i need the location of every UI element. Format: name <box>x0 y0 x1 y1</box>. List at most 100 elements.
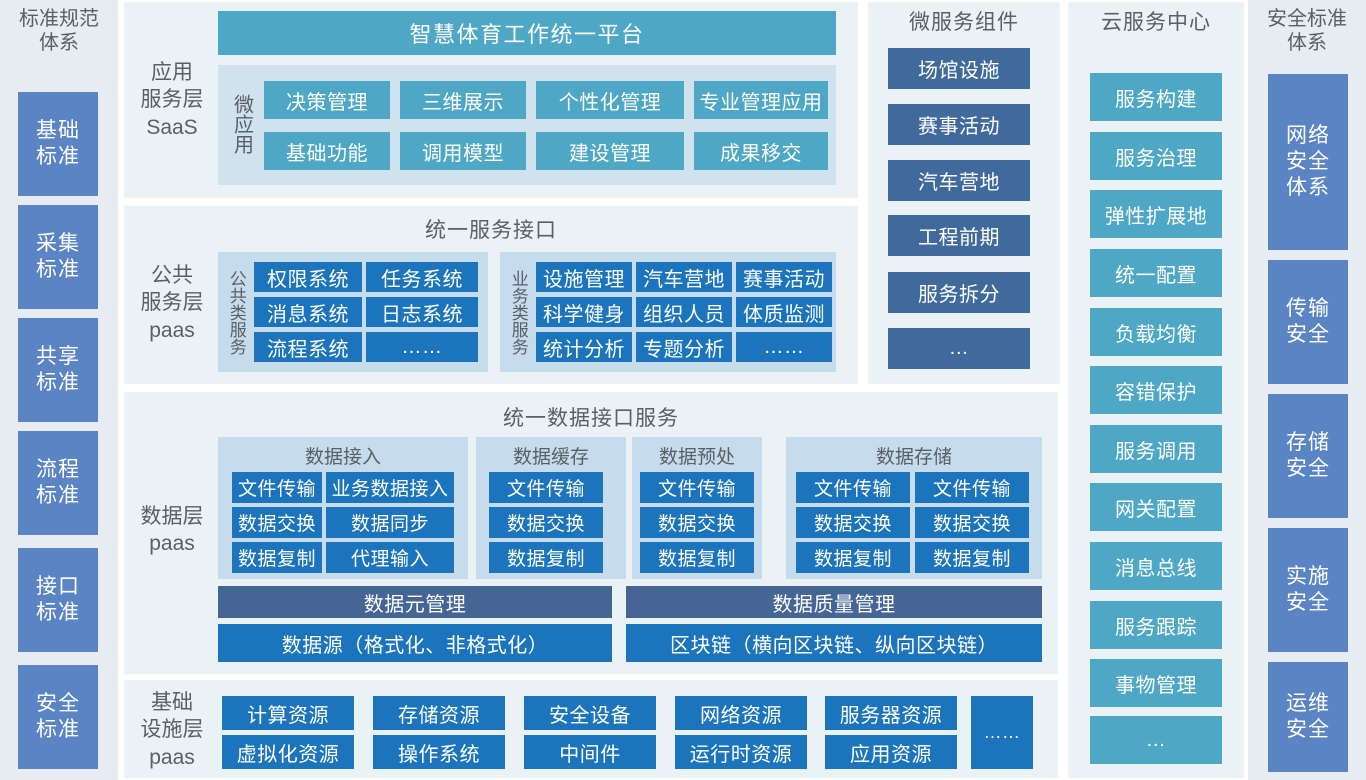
storage-chip-file-transfer-2[interactable]: 文件传输 <box>915 472 1029 503</box>
cache-chip-data-replica[interactable]: 数据复制 <box>489 542 603 573</box>
biz-chip-physique[interactable]: 体质监测 <box>736 297 832 327</box>
ms-chip-camp[interactable]: 汽车营地 <box>888 160 1030 201</box>
infra-chip-more[interactable]: …… <box>971 696 1033 769</box>
cloud-chip-elastic-scale[interactable]: 弹性扩展地 <box>1090 190 1222 238</box>
ms-chip-more[interactable]: … <box>888 328 1030 369</box>
public-service-group-label: 公共类服务 <box>226 269 246 355</box>
ingest-chip-data-replica[interactable]: 数据复制 <box>232 542 322 573</box>
infra-chip-network[interactable]: 网络资源 <box>675 696 807 730</box>
standard-box-collect[interactable]: 采集 标准 <box>18 205 98 309</box>
security-box-transfer[interactable]: 传输 安全 <box>1268 260 1348 384</box>
infra-chip-application[interactable]: 应用资源 <box>825 735 957 769</box>
infra-chip-middleware[interactable]: 中间件 <box>524 735 656 769</box>
data-group-ingest-title: 数据接入 <box>304 447 381 468</box>
cloud-chip-service-govern[interactable]: 服务治理 <box>1090 132 1222 180</box>
app-chip-decision[interactable]: 决策管理 <box>264 81 390 119</box>
biz-chip-facility[interactable]: 设施管理 <box>536 262 632 292</box>
pub-chip-permission[interactable]: 权限系统 <box>254 262 362 292</box>
data-bar-data-quality-management[interactable]: 数据质量管理 <box>626 586 1042 618</box>
biz-chip-event[interactable]: 赛事活动 <box>736 262 832 292</box>
unified-service-interface-title: 统一服务接口 <box>425 219 557 242</box>
cloud-chip-transaction[interactable]: 事物管理 <box>1090 659 1222 707</box>
cloud-chip-unified-config[interactable]: 统一配置 <box>1090 249 1222 297</box>
storage-chip-data-exchange-2[interactable]: 数据交换 <box>915 507 1029 538</box>
public-layer-label: 公共 服务层 paas <box>140 264 204 342</box>
infra-chip-storage[interactable]: 存储资源 <box>373 696 505 730</box>
biz-chip-topic[interactable]: 专题分析 <box>636 332 732 362</box>
security-box-ops[interactable]: 运维 安全 <box>1268 662 1348 772</box>
biz-chip-fitness[interactable]: 科学健身 <box>536 297 632 327</box>
app-chip-construction[interactable]: 建设管理 <box>536 132 684 170</box>
biz-chip-more[interactable]: …… <box>736 332 832 362</box>
storage-chip-data-exchange-1[interactable]: 数据交换 <box>796 507 910 538</box>
app-chip-3d-display[interactable]: 三维展示 <box>400 81 526 119</box>
standard-box-api[interactable]: 接口 标准 <box>18 548 98 652</box>
infra-chip-os[interactable]: 操作系统 <box>373 735 505 769</box>
app-chip-model-invoke[interactable]: 调用模型 <box>400 132 526 170</box>
pub-chip-message[interactable]: 消息系统 <box>254 297 362 327</box>
pub-chip-more[interactable]: …… <box>366 332 478 362</box>
data-group-cache-title: 数据缓存 <box>512 447 589 468</box>
data-layer-label: 数据层 paas <box>140 504 204 555</box>
infra-chip-server[interactable]: 服务器资源 <box>825 696 957 730</box>
pub-chip-task[interactable]: 任务系统 <box>366 262 478 292</box>
app-chip-professional[interactable]: 专业管理应用 <box>694 81 828 119</box>
biz-chip-camp[interactable]: 汽车营地 <box>636 262 732 292</box>
infra-chip-runtime[interactable]: 运行时资源 <box>675 735 807 769</box>
cloud-chip-service-build[interactable]: 服务构建 <box>1090 73 1222 121</box>
infra-chip-security-device[interactable]: 安全设备 <box>524 696 656 730</box>
preprocess-chip-data-replica[interactable]: 数据复制 <box>640 542 754 573</box>
storage-chip-data-replica-2[interactable]: 数据复制 <box>915 542 1029 573</box>
infrastructure-layer-label: 基础 设施层 paas <box>140 691 204 769</box>
security-box-implementation[interactable]: 实施 安全 <box>1268 528 1348 652</box>
pub-chip-log[interactable]: 日志系统 <box>366 297 478 327</box>
ingest-chip-data-sync[interactable]: 数据同步 <box>326 507 454 538</box>
security-box-network[interactable]: 网络 安全 体系 <box>1268 74 1348 250</box>
cloud-chip-load-balance[interactable]: 负载均衡 <box>1090 308 1222 356</box>
ms-chip-venue[interactable]: 场馆设施 <box>888 48 1030 89</box>
ms-chip-event[interactable]: 赛事活动 <box>888 104 1030 145</box>
cloud-chip-more[interactable]: … <box>1090 716 1222 764</box>
biz-chip-personnel[interactable]: 组织人员 <box>636 297 732 327</box>
biz-chip-statistics[interactable]: 统计分析 <box>536 332 632 362</box>
standard-box-process[interactable]: 流程 标准 <box>18 431 98 535</box>
preprocess-chip-file-transfer[interactable]: 文件传输 <box>640 472 754 503</box>
micro-app-group-label: 微应用 <box>230 94 253 154</box>
ingest-chip-agent-input[interactable]: 代理输入 <box>326 542 454 573</box>
ingest-chip-file-transfer[interactable]: 文件传输 <box>232 472 322 503</box>
ms-chip-service-split[interactable]: 服务拆分 <box>888 272 1030 313</box>
standard-box-share[interactable]: 共享 标准 <box>18 318 98 422</box>
data-group-preprocess-title: 数据预处 <box>658 447 735 468</box>
ms-chip-pre-project[interactable]: 工程前期 <box>888 215 1030 256</box>
data-bar-data-source[interactable]: 数据源（格式化、非格式化） <box>218 624 612 662</box>
infra-chip-virtualization[interactable]: 虚拟化资源 <box>222 735 354 769</box>
data-bar-blockchain[interactable]: 区块链（横向区块链、纵向区块链） <box>626 624 1042 662</box>
storage-chip-file-transfer-1[interactable]: 文件传输 <box>796 472 910 503</box>
cloud-chip-service-invoke[interactable]: 服务调用 <box>1090 425 1222 473</box>
ingest-chip-business-data[interactable]: 业务数据接入 <box>326 472 454 503</box>
ingest-chip-data-exchange[interactable]: 数据交换 <box>232 507 322 538</box>
standard-box-basic[interactable]: 基础 标准 <box>18 92 98 196</box>
business-service-group-label: 业务类服务 <box>508 269 528 355</box>
cache-chip-data-exchange[interactable]: 数据交换 <box>489 507 603 538</box>
app-chip-personalized[interactable]: 个性化管理 <box>536 81 684 119</box>
cloud-chip-service-trace[interactable]: 服务跟踪 <box>1090 601 1222 649</box>
cloud-chip-gateway-config[interactable]: 网关配置 <box>1090 483 1222 531</box>
right-column-title: 安全标准 体系 <box>1267 8 1347 54</box>
data-bar-metadata-management[interactable]: 数据元管理 <box>218 586 612 618</box>
cloud-service-column-title: 云服务中心 <box>1101 11 1211 34</box>
cloud-chip-fault-tolerance[interactable]: 容错保护 <box>1090 366 1222 414</box>
cache-chip-file-transfer[interactable]: 文件传输 <box>489 472 603 503</box>
app-chip-basic-function[interactable]: 基础功能 <box>264 132 390 170</box>
standard-box-security[interactable]: 安全 标准 <box>18 665 98 769</box>
left-column-title: 标准规范 体系 <box>19 8 99 54</box>
cloud-chip-message-bus[interactable]: 消息总线 <box>1090 542 1222 590</box>
storage-chip-data-replica-1[interactable]: 数据复制 <box>796 542 910 573</box>
platform-banner: 智慧体育工作统一平台 <box>218 11 836 55</box>
pub-chip-workflow[interactable]: 流程系统 <box>254 332 362 362</box>
security-box-storage[interactable]: 存储 安全 <box>1268 394 1348 518</box>
preprocess-chip-data-exchange[interactable]: 数据交换 <box>640 507 754 538</box>
app-chip-handover[interactable]: 成果移交 <box>694 132 828 170</box>
infra-chip-compute[interactable]: 计算资源 <box>222 696 354 730</box>
